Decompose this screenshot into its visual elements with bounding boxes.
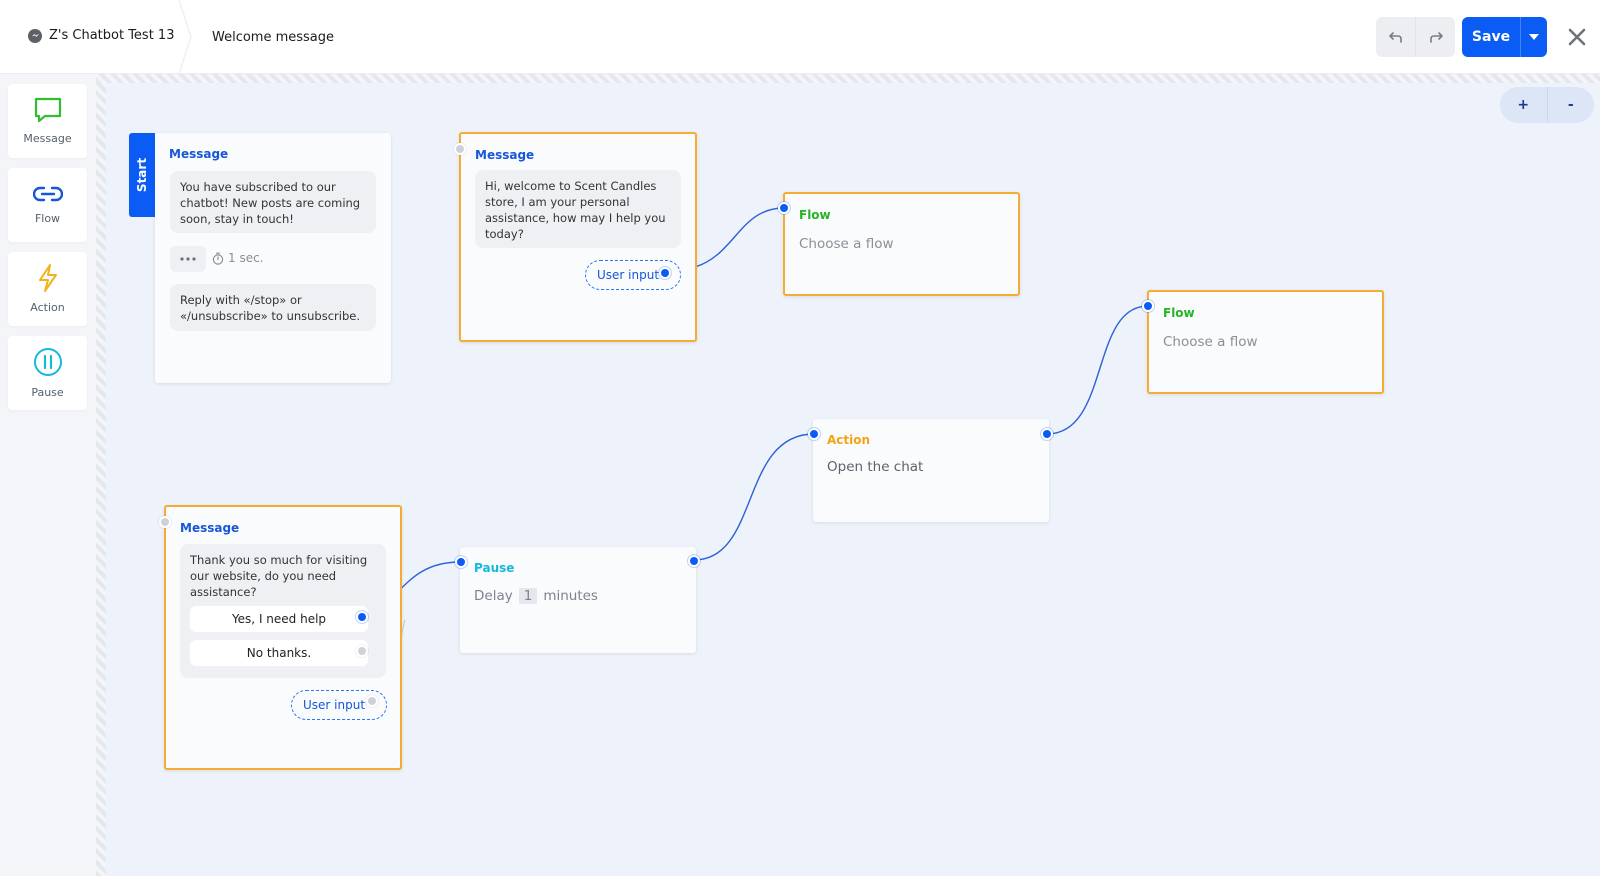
quick-reply-no[interactable]: No thanks. xyxy=(190,640,368,666)
undo-button[interactable] xyxy=(1376,17,1415,57)
pause-icon xyxy=(33,348,62,376)
messenger-icon xyxy=(28,28,42,43)
chatbot-name[interactable]: Z's Chatbot Test 13 xyxy=(28,28,174,43)
action-output-port[interactable] xyxy=(1041,428,1053,440)
unsubscribe-hint: Reply with «/stop» or «/unsubscribe» to … xyxy=(170,284,376,331)
history-controls xyxy=(1376,17,1455,57)
message-card: Thank you so much for visiting our websi… xyxy=(180,544,386,678)
palette-flow-label: Flow xyxy=(34,212,61,225)
save-button-group: Save xyxy=(1462,17,1547,57)
chatbot-name-label: Z's Chatbot Test 13 xyxy=(49,28,175,43)
flow-node[interactable]: Flow Choose a flow xyxy=(1147,290,1384,394)
zoom-in-button[interactable]: + xyxy=(1517,97,1530,113)
pause-output-port[interactable] xyxy=(688,555,700,567)
pause-delay: Delay 1 minutes xyxy=(474,588,598,604)
message-text: Thank you so much for visiting our websi… xyxy=(190,553,368,599)
delay-label: Delay xyxy=(474,588,513,604)
canvas-top-border xyxy=(96,74,1600,83)
node-title: Message xyxy=(169,147,229,161)
flow-input-port[interactable] xyxy=(1142,300,1154,312)
canvas-left-border xyxy=(96,74,106,876)
palette-message-label: Message xyxy=(23,132,72,145)
palette-message[interactable]: Message xyxy=(8,84,87,158)
palette-action[interactable]: Action xyxy=(8,252,87,326)
action-input-port[interactable] xyxy=(808,428,820,440)
delay-value[interactable]: 1 xyxy=(518,588,538,604)
save-button[interactable]: Save xyxy=(1471,29,1511,45)
choose-flow-placeholder[interactable]: Choose a flow xyxy=(1163,334,1258,350)
flow-node[interactable]: Flow Choose a flow xyxy=(783,192,1020,296)
pause-node[interactable]: Pause Delay 1 minutes xyxy=(460,547,696,653)
user-input-label: User input xyxy=(303,698,366,712)
redo-button[interactable] xyxy=(1415,17,1455,57)
user-input-button[interactable]: User input xyxy=(585,260,681,290)
start-message-node[interactable]: Message You have subscribed to our chatb… xyxy=(155,133,391,383)
start-marker: Start xyxy=(129,133,155,217)
ellipsis-icon xyxy=(180,257,196,261)
choose-flow-placeholder[interactable]: Choose a flow xyxy=(799,236,894,252)
action-node[interactable]: Action Open the chat xyxy=(813,419,1049,522)
top-bar: Z's Chatbot Test 13 Welcome message Save xyxy=(0,0,1600,74)
thanks-input-port[interactable] xyxy=(159,516,171,528)
action-text: Open the chat xyxy=(827,459,924,475)
caret-down-icon xyxy=(1529,34,1539,40)
user-input-label: User input xyxy=(597,268,660,282)
typing-indicator xyxy=(170,246,206,272)
quick-reply-yes-port[interactable] xyxy=(356,611,368,623)
quick-reply-yes-label: Yes, I need help xyxy=(231,612,327,626)
node-title: Message xyxy=(475,148,535,162)
welcome-user-input-port[interactable] xyxy=(659,267,671,279)
palette-action-label: Action xyxy=(30,301,65,314)
quick-reply-yes[interactable]: Yes, I need help xyxy=(190,606,368,632)
flow-input-port[interactable] xyxy=(778,202,790,214)
close-button[interactable] xyxy=(1564,24,1590,50)
delay-unit: minutes xyxy=(543,588,598,604)
quick-reply-no-label: No thanks. xyxy=(246,646,312,660)
thanks-message-node[interactable]: Message Thank you so much for visiting o… xyxy=(164,505,402,770)
typing-delay: 1 sec. xyxy=(212,251,264,265)
message-text: You have subscribed to our chatbot! New … xyxy=(170,171,376,233)
node-title: Pause xyxy=(474,561,515,575)
welcome-input-port[interactable] xyxy=(454,143,466,155)
message-icon xyxy=(34,97,61,123)
element-palette: Message Flow Action Pause xyxy=(0,74,96,876)
node-title: Action xyxy=(827,433,871,447)
welcome-message-node[interactable]: Message Hi, welcome to Scent Candles sto… xyxy=(459,132,697,342)
pause-input-port[interactable] xyxy=(455,556,467,568)
page-title: Welcome message xyxy=(212,30,335,45)
message-text: Hi, welcome to Scent Candles store, I am… xyxy=(475,170,681,248)
timer-icon xyxy=(212,252,224,265)
palette-pause[interactable]: Pause xyxy=(8,336,87,410)
palette-flow[interactable]: Flow xyxy=(8,168,87,242)
typing-delay-value: 1 sec. xyxy=(228,251,264,265)
lightning-icon xyxy=(38,264,57,292)
node-title: Message xyxy=(180,521,240,535)
user-input-button[interactable]: User input xyxy=(291,690,387,720)
zoom-out-button[interactable]: - xyxy=(1546,87,1595,123)
thanks-user-input-port[interactable] xyxy=(366,695,378,707)
breadcrumb-separator xyxy=(178,0,192,74)
node-title: Flow xyxy=(799,208,831,222)
link-icon xyxy=(32,186,63,202)
palette-pause-label: Pause xyxy=(31,386,64,399)
undo-icon xyxy=(1388,32,1402,43)
redo-icon xyxy=(1429,32,1443,43)
node-title: Flow xyxy=(1163,306,1195,320)
quick-reply-no-port[interactable] xyxy=(356,645,368,657)
zoom-controls: + - xyxy=(1500,87,1594,123)
close-icon xyxy=(1568,28,1586,46)
save-options-button[interactable] xyxy=(1520,17,1547,57)
